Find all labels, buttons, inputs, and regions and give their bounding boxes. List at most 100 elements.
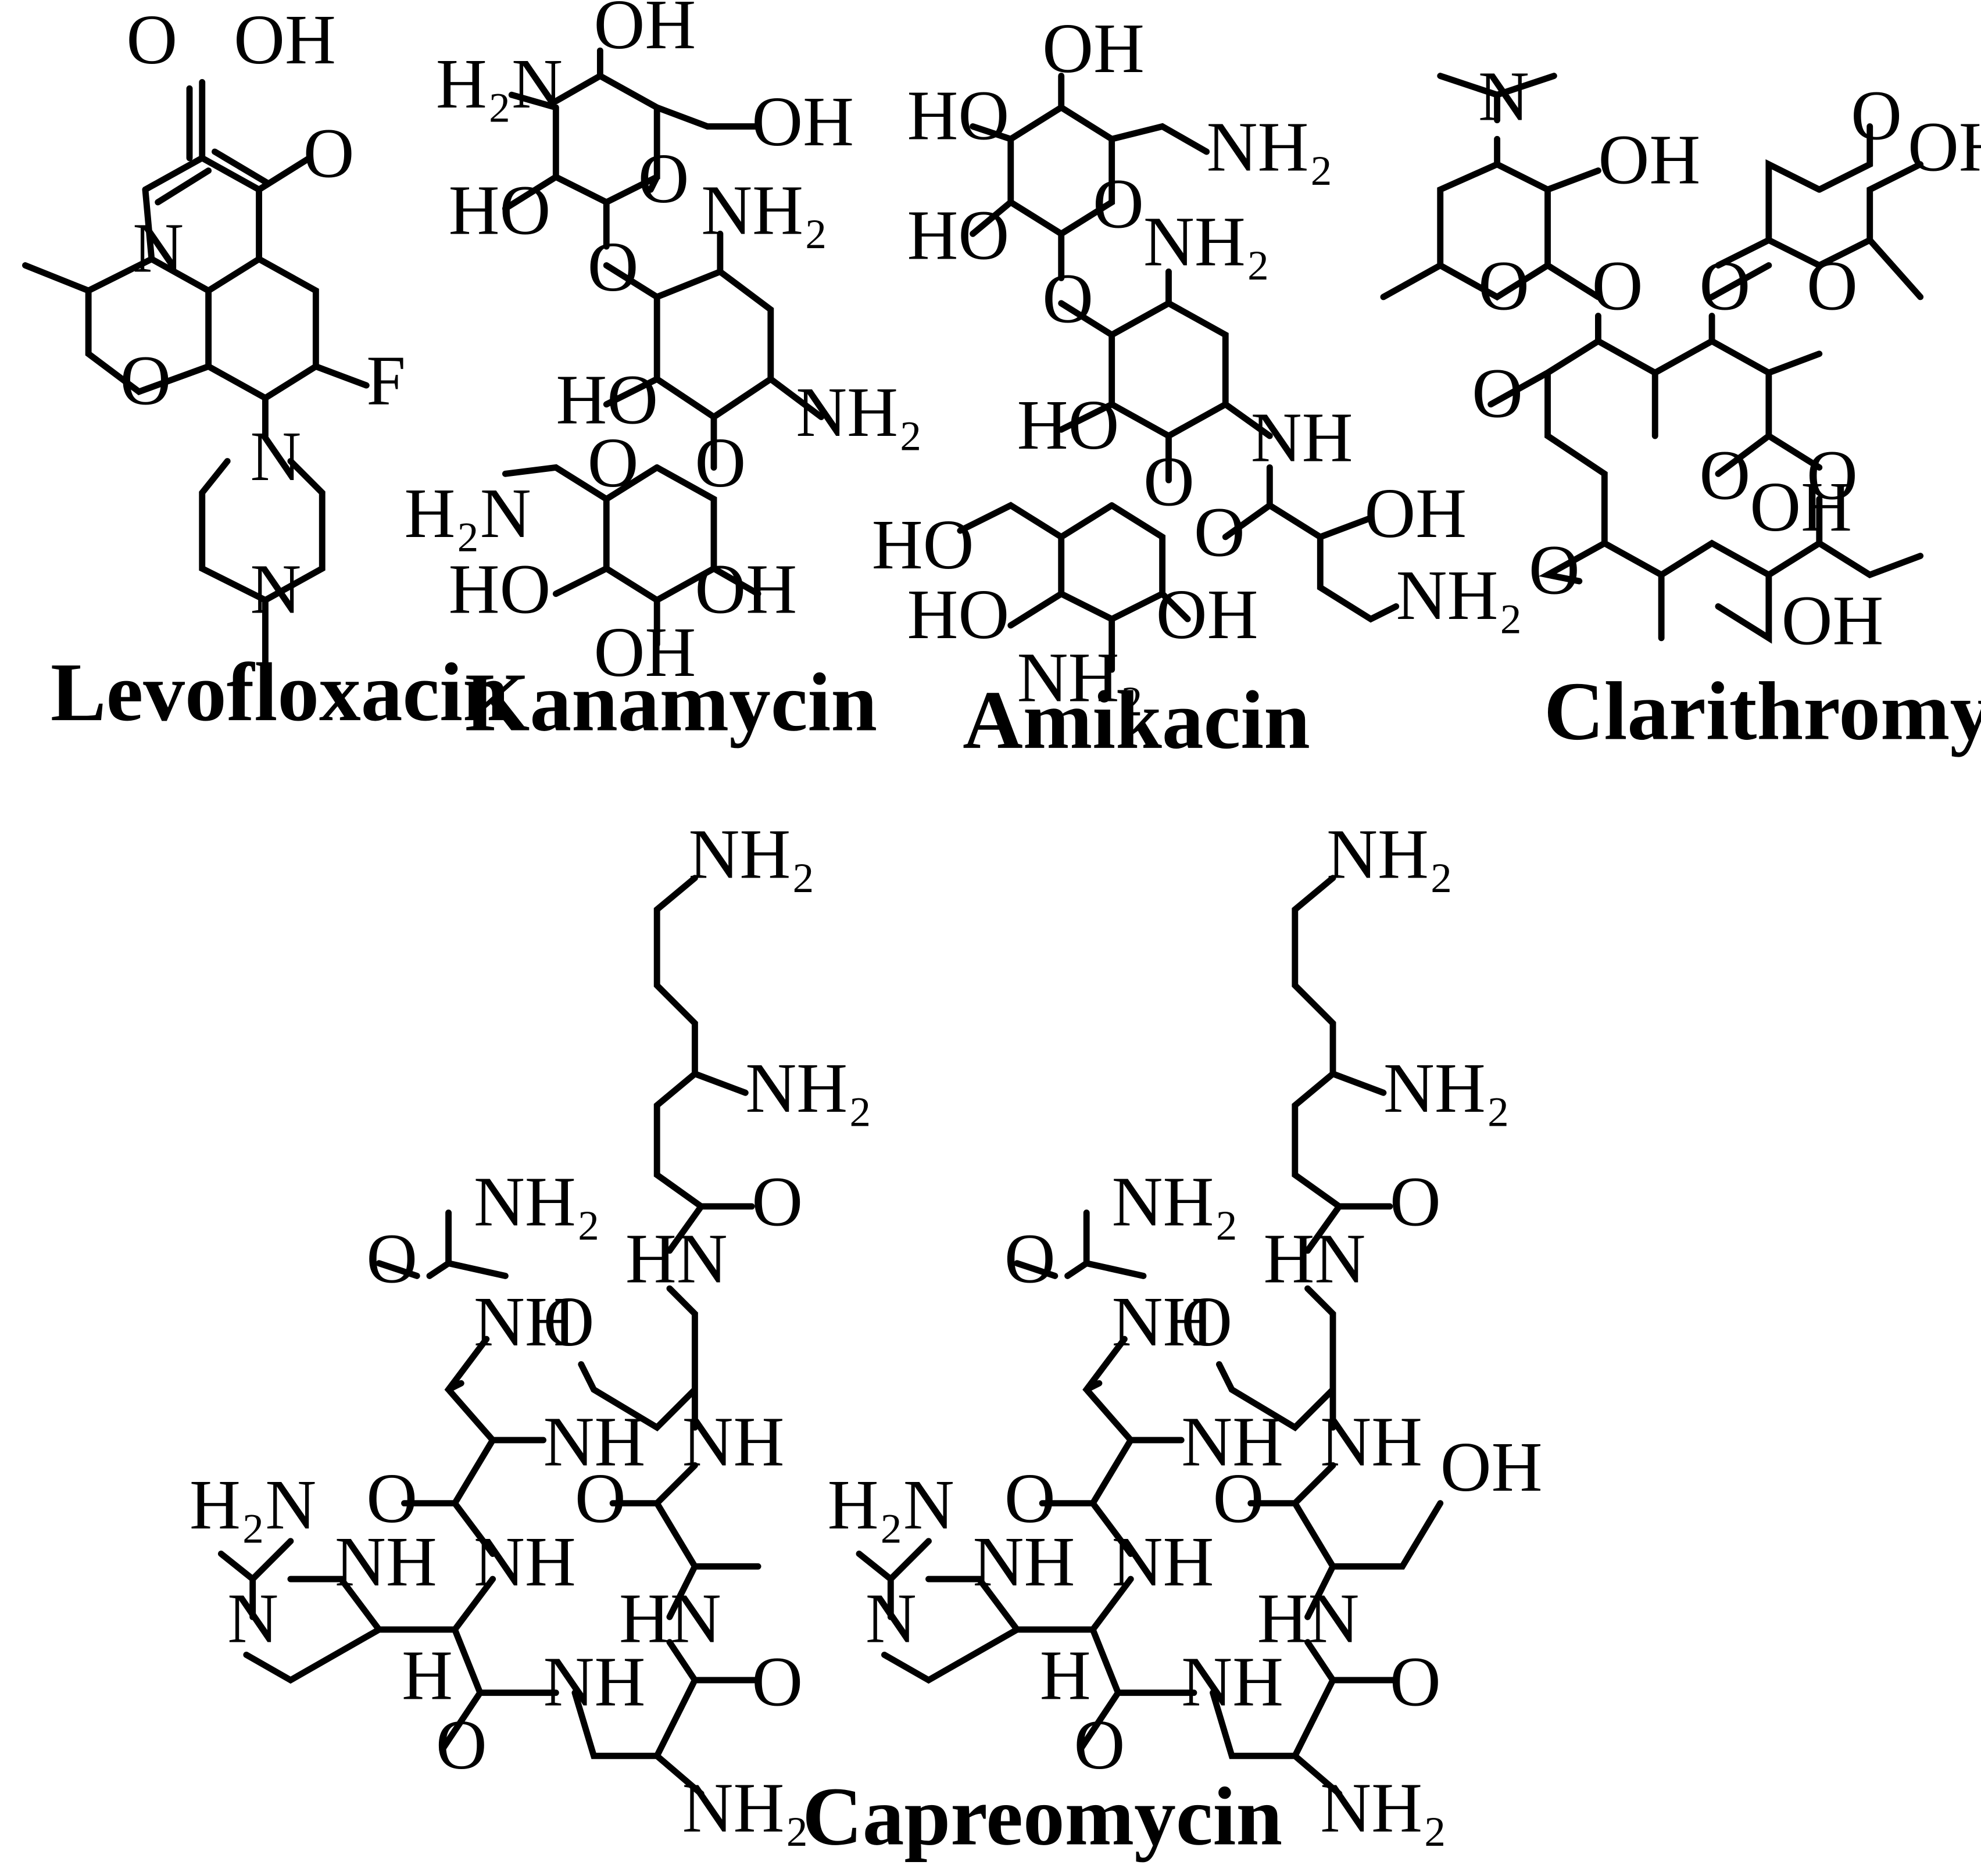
svg-text:H₂N: H₂N (405, 475, 531, 553)
svg-text:NH: NH (973, 1523, 1075, 1601)
atom-labels-amikacin: OH HO NH₂ O HO NH₂ O HO NH O O OH NH₂ HO… (872, 10, 1523, 717)
svg-text:O: O (1592, 248, 1643, 325)
svg-text:NH₂: NH₂ (701, 171, 828, 249)
svg-text:NH: NH (1181, 1643, 1283, 1721)
svg-text:O: O (695, 424, 746, 502)
svg-text:O: O (575, 1460, 626, 1538)
svg-text:O: O (1478, 248, 1529, 325)
svg-text:OH: OH (1908, 109, 1981, 187)
svg-text:O: O (1213, 1460, 1264, 1538)
svg-text:HO: HO (556, 361, 658, 439)
svg-text:HO: HO (907, 77, 1010, 155)
svg-text:O: O (752, 1163, 803, 1241)
svg-text:O: O (1699, 248, 1750, 325)
svg-text:OH: OH (695, 550, 797, 628)
svg-text:NH₂: NH₂ (1320, 1770, 1447, 1848)
svg-text:O: O (1807, 437, 1858, 515)
atom-labels-capreomycin-left: NH₂ NH₂ NH₂ O O HN NH O NH NH H₂N O O NH… (189, 816, 873, 1848)
svg-text:H₂N: H₂N (828, 1466, 954, 1544)
svg-text:O: O (1004, 1460, 1056, 1538)
atom-labels-levofloxacin: O OH O N O F N N (120, 1, 406, 628)
levofloxacin-structure: O OH O N O F N N Levofloxacin (22, 1, 509, 739)
svg-text:O: O (1143, 443, 1195, 521)
svg-text:OH: OH (594, 0, 696, 64)
svg-text:NH: NH (335, 1523, 437, 1601)
svg-text:O: O (303, 114, 355, 192)
svg-text:O: O (1529, 532, 1580, 610)
svg-text:O: O (1851, 77, 1902, 155)
svg-text:NH₂: NH₂ (1017, 639, 1144, 717)
svg-text:HO: HO (872, 506, 974, 584)
svg-text:O: O (638, 140, 689, 218)
atom-labels-kanamycin: OH H₂N OH O HO NH₂ O HO NH₂ O O H₂N HO O… (405, 0, 923, 692)
svg-text:HO: HO (1017, 386, 1120, 464)
svg-text:NH₂: NH₂ (745, 1050, 872, 1127)
svg-text:NH: NH (474, 1283, 576, 1361)
caption-kanamycin: Kanamycin (465, 656, 877, 749)
svg-text:N: N (133, 209, 184, 287)
svg-text:NH₂: NH₂ (1326, 816, 1453, 894)
svg-text:NH: NH (1181, 1403, 1283, 1481)
svg-text:NH₂: NH₂ (1383, 1050, 1510, 1127)
svg-text:O: O (1390, 1163, 1441, 1241)
svg-text:OH: OH (1364, 475, 1467, 553)
svg-text:NH₂: NH₂ (1396, 557, 1523, 635)
svg-text:H: H (1040, 1637, 1091, 1715)
svg-text:O: O (1074, 1706, 1125, 1784)
svg-text:HO: HO (449, 550, 551, 628)
capreomycin-structure-left: NH₂ NH₂ NH₂ O O HN NH O NH NH H₂N O O NH… (189, 816, 873, 1848)
svg-text:HN: HN (619, 1580, 721, 1658)
svg-text:NH: NH (1251, 399, 1353, 477)
svg-text:NH₂: NH₂ (1112, 1163, 1239, 1241)
svg-text:OH: OH (1042, 10, 1145, 88)
svg-text:OH: OH (234, 1, 336, 79)
svg-text:O: O (126, 1, 177, 79)
caption-levofloxacin: Levofloxacin (51, 646, 509, 739)
svg-text:O: O (1093, 165, 1144, 243)
caption-capreomycin: Capreomycin (802, 1770, 1282, 1863)
svg-text:O: O (436, 1706, 487, 1784)
svg-text:O: O (1472, 355, 1523, 432)
svg-text:NH: NH (543, 1643, 646, 1721)
amikacin-structure: OH HO NH₂ O HO NH₂ O HO NH O O OH NH₂ HO… (872, 10, 1523, 767)
svg-text:O: O (1194, 494, 1245, 572)
svg-text:O: O (1807, 248, 1858, 325)
svg-text:NH: NH (1112, 1523, 1214, 1601)
svg-text:HO: HO (449, 171, 551, 249)
svg-text:OH: OH (1156, 576, 1258, 654)
svg-text:O: O (588, 424, 639, 502)
svg-text:N: N (227, 1580, 278, 1658)
svg-text:NH₂: NH₂ (796, 374, 922, 452)
svg-text:O: O (1004, 1220, 1056, 1298)
svg-text:O: O (120, 342, 171, 420)
svg-text:H: H (402, 1637, 453, 1715)
svg-text:HO: HO (907, 197, 1010, 275)
svg-text:NH₂: NH₂ (1143, 203, 1270, 281)
kanamycin-structure: OH H₂N OH O HO NH₂ O HO NH₂ O O H₂N HO O… (405, 0, 923, 749)
svg-text:O: O (1390, 1643, 1441, 1721)
svg-text:OH: OH (1440, 1429, 1543, 1506)
svg-text:O: O (588, 228, 639, 306)
atom-labels-capreomycin-right: NH₂ NH₂ NH₂ O O H N NH O NH NH OH H₂N O O… (828, 816, 1543, 1848)
svg-text:NH₂: NH₂ (682, 1770, 809, 1848)
capreomycin-structure-right: NH₂ NH₂ NH₂ O O H N NH O NH NH OH H₂N O O… (828, 816, 1543, 1848)
svg-text:N: N (866, 1580, 917, 1658)
caption-amikacin: Amikacin (963, 674, 1310, 767)
svg-text:O: O (1181, 1283, 1232, 1361)
svg-text:O: O (366, 1220, 417, 1298)
svg-text:OH: OH (1750, 468, 1852, 546)
svg-text:OH: OH (1782, 582, 1884, 660)
svg-text:F: F (366, 342, 406, 420)
svg-text:N: N (250, 550, 301, 628)
svg-text:HO: HO (907, 576, 1010, 654)
svg-text:NH₂: NH₂ (1207, 109, 1333, 187)
svg-text:NH₂: NH₂ (474, 1163, 600, 1241)
svg-text:N: N (250, 418, 301, 496)
svg-text:H₂N: H₂N (189, 1466, 316, 1544)
svg-text:O: O (543, 1283, 595, 1361)
svg-text:HN: HN (625, 1220, 728, 1298)
svg-text:OH: OH (752, 83, 854, 161)
svg-text:O: O (1042, 260, 1093, 338)
svg-text:NH₂: NH₂ (689, 816, 816, 894)
